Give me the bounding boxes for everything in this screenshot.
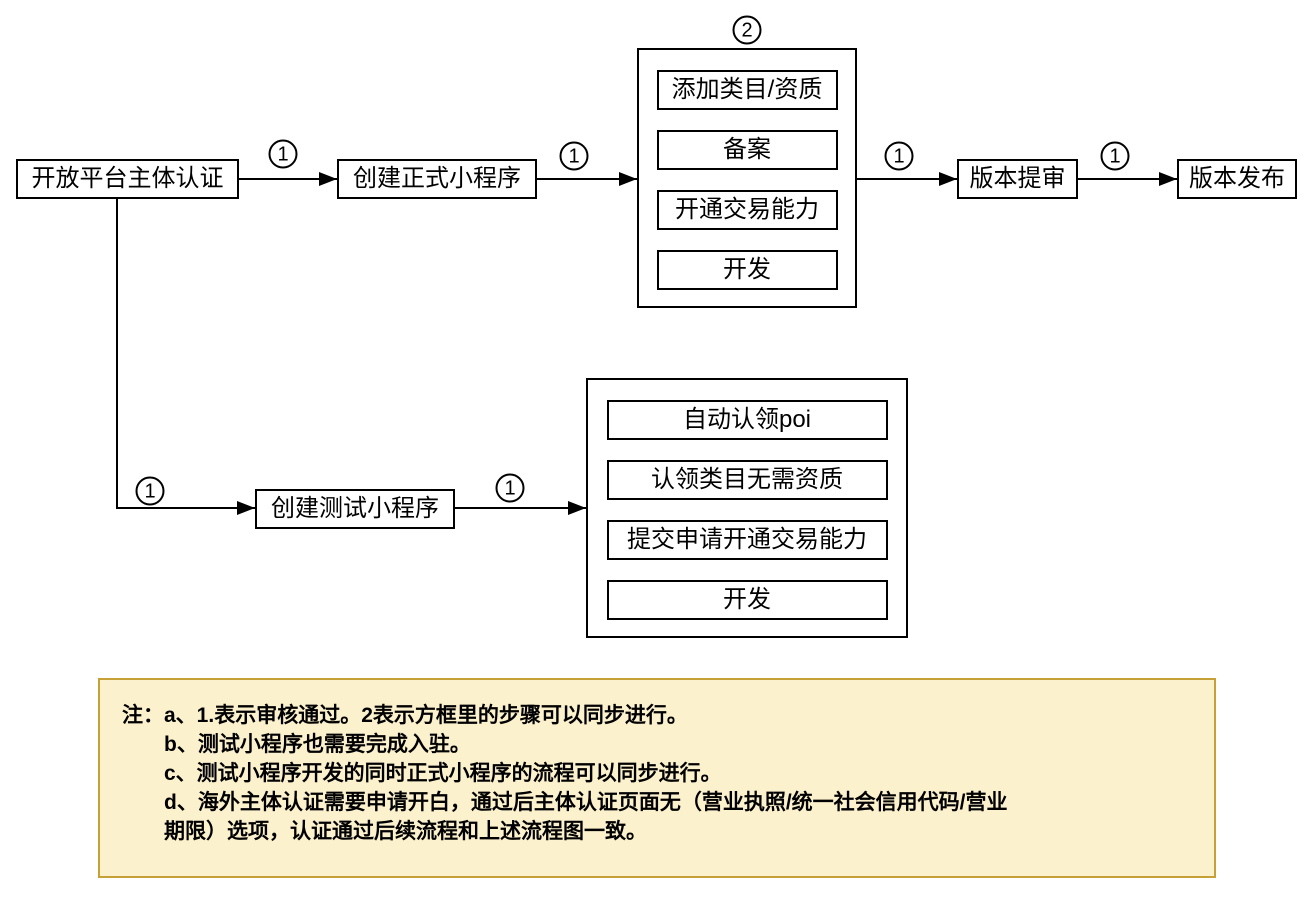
- node-create-official-miniprogram: 创建正式小程序: [337, 159, 537, 199]
- group-test-steps: 自动认领poi 认领类目无需资质 提交申请开通交易能力 开发: [586, 378, 908, 638]
- node-auto-claim-poi: 自动认领poi: [606, 400, 888, 440]
- node-platform-auth: 开放平台主体认证: [16, 159, 239, 199]
- node-develop-official: 开发: [656, 250, 838, 290]
- step-circle-1-icon: 1: [268, 139, 298, 169]
- node-develop-test: 开发: [606, 580, 888, 620]
- note-line-c: c、测试小程序开发的同时正式小程序的流程可以同步进行。: [164, 762, 722, 785]
- node-filing: 备案: [656, 130, 838, 170]
- step-circle-1-icon: 1: [884, 141, 914, 171]
- node-apply-enable-trading: 提交申请开通交易能力: [606, 520, 888, 560]
- note-box: 注： a、1.表示审核通过。2表示方框里的步骤可以同步进行。 b、测试小程序也需…: [98, 678, 1216, 878]
- node-version-review: 版本提审: [957, 159, 1078, 199]
- node-claim-category-no-qualification: 认领类目无需资质: [606, 460, 888, 500]
- group-official-parallel-steps: 添加类目/资质 备案 开通交易能力 开发: [637, 48, 857, 308]
- note-line-a: a、1.表示审核通过。2表示方框里的步骤可以同步进行。: [164, 704, 688, 727]
- node-version-release: 版本发布: [1177, 159, 1297, 199]
- note-line-d: d、海外主体认证需要申请开白，通过后主体认证页面无（营业执照/统一社会信用代码/…: [164, 791, 1008, 814]
- step-circle-1-icon: 1: [135, 476, 165, 506]
- step-circle-1-icon: 1: [495, 473, 525, 503]
- note-lines: a、1.表示审核通过。2表示方框里的步骤可以同步进行。 b、测试小程序也需要完成…: [164, 701, 1008, 876]
- step-circle-1-icon: 1: [559, 141, 589, 171]
- note-line-d-continued: 期限）选项，认证通过后续流程和上述流程图一致。: [164, 820, 647, 843]
- node-add-category-qualification: 添加类目/资质: [656, 70, 838, 110]
- note-line-b: b、测试小程序也需要完成入驻。: [164, 733, 471, 756]
- node-create-test-miniprogram: 创建测试小程序: [255, 489, 455, 529]
- step-circle-2-icon: 2: [732, 15, 762, 45]
- node-enable-trading: 开通交易能力: [656, 190, 838, 230]
- note-prefix: 注：: [122, 704, 164, 727]
- edge-auth-to-create-test: [116, 199, 255, 515]
- step-circle-1-icon: 1: [1100, 141, 1130, 171]
